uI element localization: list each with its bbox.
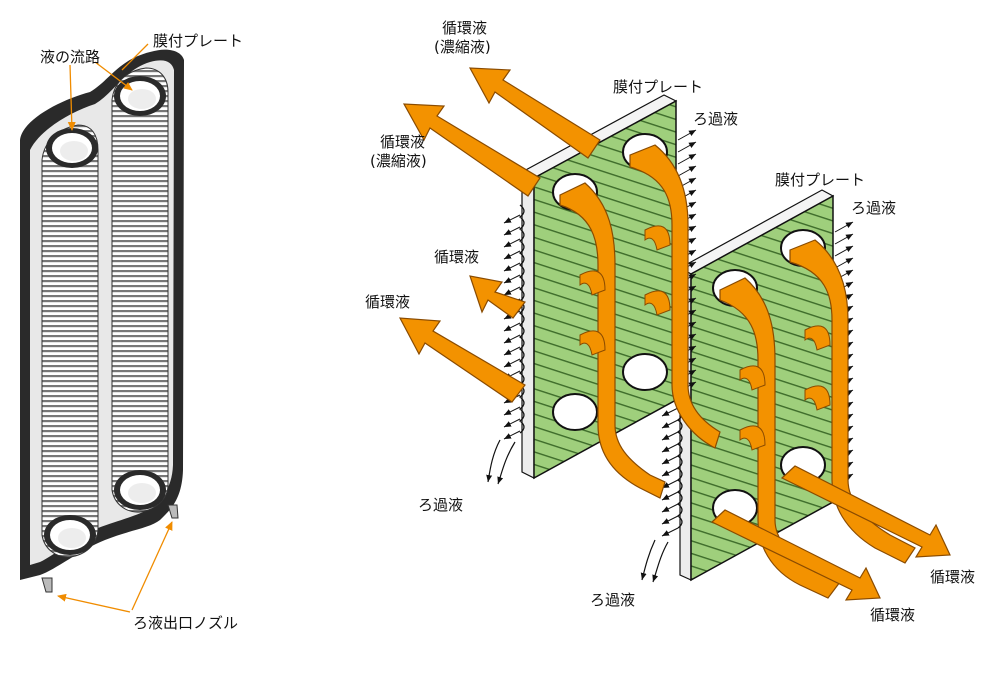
flow-arrow-icon	[644, 225, 671, 251]
filtrate-arrow-icon	[677, 129, 697, 141]
filtrate-arrow-icon	[503, 430, 521, 440]
filtrate-arrow-icon	[503, 214, 521, 224]
filtrate-arrow-icon	[661, 491, 679, 501]
label-outlet-mid-2: 循環液	[365, 293, 410, 311]
flow-bands-back	[710, 239, 951, 601]
leader-channel-2	[94, 61, 133, 91]
filtrate-arrow-icon	[661, 407, 679, 417]
filtrate-arrow-icon	[834, 257, 854, 269]
nozzle-icon	[41, 577, 53, 593]
flow-arrow-icon	[780, 465, 951, 558]
filtrate-arrow-icon	[503, 250, 521, 260]
filtrate-arrow-icon	[661, 467, 679, 477]
filtrate-arrow-icon	[503, 346, 521, 356]
filtrate-arrows-front-left	[503, 214, 521, 440]
filtrate-arrow-icon	[834, 233, 854, 245]
filtrate-arrow-icon	[503, 418, 521, 428]
flow-arrow-icon	[644, 290, 671, 316]
label-nozzle: ろ液出口ノズル	[133, 614, 238, 632]
filtrate-arrow-icon	[503, 322, 521, 332]
filtrate-arrow-icon	[661, 503, 679, 513]
flow-arrow-icon	[739, 425, 766, 451]
filtrate-arrow-icon	[503, 226, 521, 236]
filtrate-arrow-icon	[661, 455, 679, 465]
flow-arrow-icon	[579, 330, 606, 356]
gasket-edge-front	[518, 204, 525, 434]
label-plate-left: 膜付プレート	[153, 32, 243, 50]
label-filtrate-4: ろ過液	[590, 591, 635, 609]
filtrate-arrow-icon	[677, 141, 697, 153]
filtrate-arrow-icon	[661, 515, 679, 525]
label-plate-back: 膜付プレート	[775, 171, 865, 189]
flow-arrow-icon	[398, 317, 526, 403]
label-inlet-1: 循環液	[930, 568, 975, 586]
nozzle-icon	[167, 504, 179, 519]
flow-arrow-icon	[719, 277, 841, 599]
label-outlet-top-1a: 循環液	[442, 19, 487, 37]
filtrate-arrow-icon	[503, 334, 521, 344]
flow-arrow-icon	[789, 239, 916, 564]
filtrate-arrow-icon	[503, 406, 521, 416]
filtrate-arrow-icon	[661, 479, 679, 489]
channel-stripes-left	[41, 124, 99, 558]
filtrate-curve	[640, 539, 656, 581]
label-outlet-top-2b: (濃縮液)	[370, 152, 427, 170]
flow-arrow-icon	[402, 103, 541, 197]
filtrate-arrow-icon	[503, 286, 521, 296]
filtrate-curve	[652, 541, 669, 583]
filtrate-arrow-icon	[834, 221, 854, 233]
flow-arrow-icon	[469, 275, 526, 319]
filtrate-arrow-icon	[661, 419, 679, 429]
label-plate-front: 膜付プレート	[613, 78, 703, 96]
flow-arrow-icon	[468, 67, 601, 159]
filtrate-arrow-icon	[677, 153, 697, 165]
filtrate-arrow-icon	[661, 443, 679, 453]
channel-stripes-right	[111, 67, 169, 513]
filtrate-arrow-icon	[661, 527, 679, 537]
filtrate-arrow-icon	[503, 238, 521, 248]
filtrate-arrow-icon	[661, 431, 679, 441]
port-front-4	[622, 353, 668, 391]
leader-plate	[121, 43, 149, 71]
filtrate-curve	[486, 439, 501, 483]
right-stack-figure: 循環液 (濃縮液) 循環液 (濃縮液) 循環液 循環液 膜付プレート 膜付プレー…	[365, 19, 975, 624]
label-filtrate-2: ろ過液	[851, 199, 896, 217]
port-top-left	[46, 128, 98, 168]
label-outlet-top-2a: 循環液	[380, 133, 425, 151]
filtrate-arrow-icon	[503, 358, 521, 368]
flow-arrow-icon	[629, 144, 721, 449]
label-outlet-mid-1: 循環液	[434, 248, 479, 266]
port-bottom-left	[44, 515, 96, 555]
label-filtrate-1: ろ過液	[693, 110, 738, 128]
leader-channel-1	[67, 64, 76, 131]
leader-nozzle-2	[131, 521, 173, 611]
filtrate-arrow-icon	[503, 262, 521, 272]
flow-arrow-icon	[739, 365, 766, 391]
label-filtrate-3: ろ過液	[418, 496, 463, 514]
leader-nozzle	[57, 593, 131, 613]
label-channel: 液の流路	[40, 48, 100, 66]
port-front-3	[552, 393, 598, 431]
flow-arrow-icon	[710, 509, 881, 601]
flow-arrow-icon	[804, 325, 831, 351]
flow-arrow-icon	[559, 182, 666, 499]
outlet-arrows	[398, 67, 601, 403]
flow-bands-front	[559, 144, 721, 499]
flow-arrow-icon	[579, 270, 606, 296]
port-bottom-right	[114, 470, 166, 510]
flow-arrow-icon	[804, 385, 831, 411]
label-inlet-2: 循環液	[870, 606, 915, 624]
filtrate-curve	[497, 441, 516, 485]
filtrate-arrow-icon	[503, 274, 521, 284]
filtrate-arrow-icon	[834, 245, 854, 257]
left-plate-figure: 膜付プレート 液の流路 ろ液出口ノズル	[20, 32, 243, 632]
label-outlet-top-1b: (濃縮液)	[434, 38, 491, 56]
filtrate-arrow-icon	[677, 165, 697, 177]
